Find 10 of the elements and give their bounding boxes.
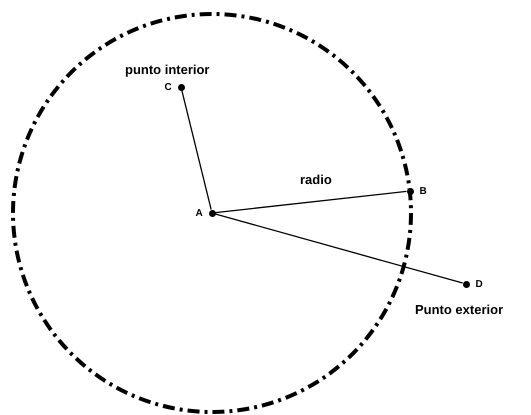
point-caption: Punto exterior <box>415 302 504 317</box>
line-segment <box>215 190 407 214</box>
edge-label: radio <box>298 172 334 187</box>
point: B <box>406 186 427 196</box>
point: A <box>196 208 216 218</box>
line-segment <box>181 90 212 210</box>
point-caption: punto interior <box>125 62 210 77</box>
line-segment <box>215 213 463 284</box>
point: C <box>164 82 185 92</box>
point: D <box>462 278 483 290</box>
